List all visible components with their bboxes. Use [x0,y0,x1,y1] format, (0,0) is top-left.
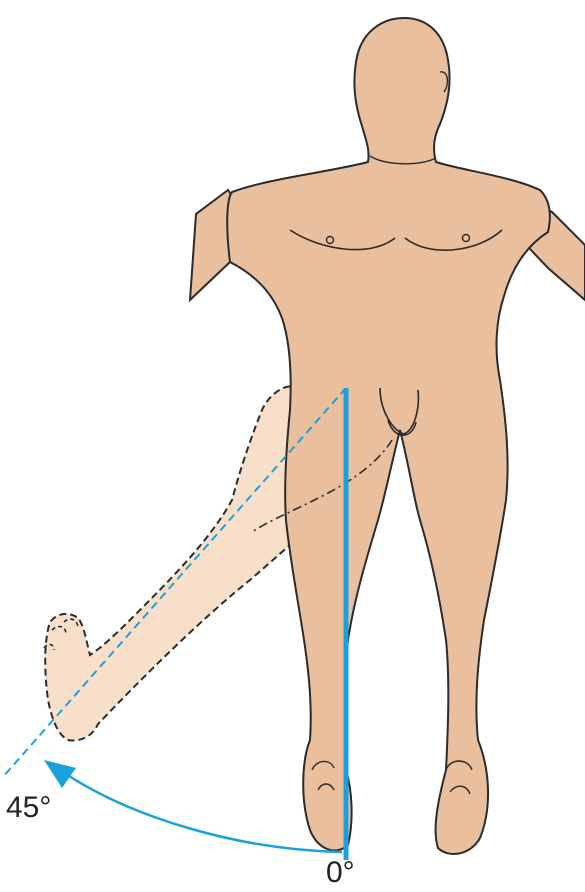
angle-arc [60,770,342,852]
angle-arrowhead [44,760,76,788]
angle-label-0: 0° [326,858,355,888]
angle-label-45: 45° [6,793,51,823]
